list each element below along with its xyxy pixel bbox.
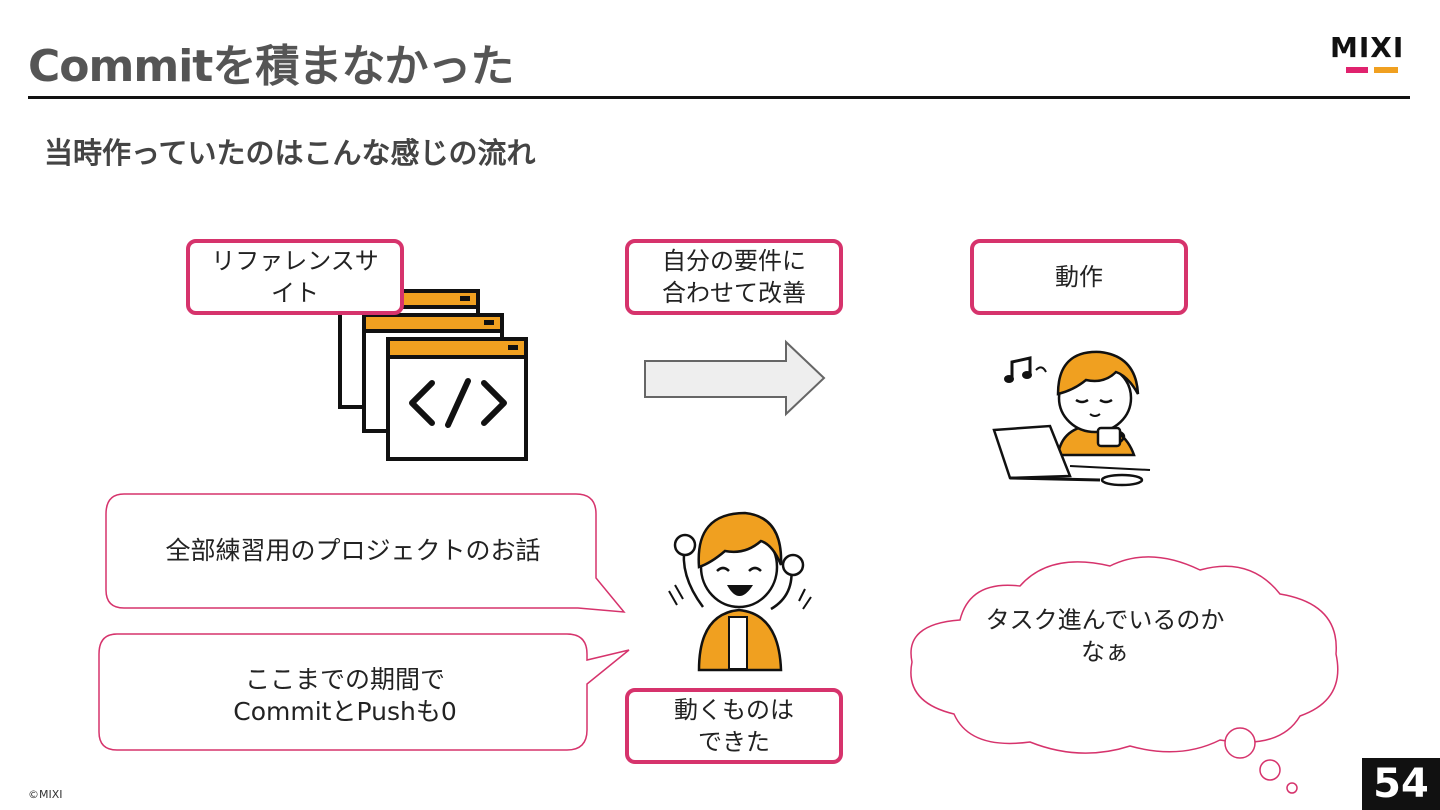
code-window-front [386, 337, 528, 461]
run-label: 動作 [970, 239, 1188, 315]
code-brackets-icon [409, 378, 507, 428]
copyright: ©MIXI [28, 788, 63, 801]
code-window-stack-icon [338, 289, 528, 461]
cheering-person-illustration [668, 511, 812, 672]
thought-cloud [910, 556, 1339, 794]
logo-bar-orange [1374, 67, 1398, 73]
page-number: 54 [1362, 758, 1440, 810]
thought-text: タスク進んでいるのか なぁ [985, 606, 1225, 666]
music-note-icon [1004, 356, 1047, 383]
practice-project-text: 全部練習用のプロジェクトのお話 [165, 536, 541, 565]
speech-bubble-practice [105, 493, 626, 613]
slide-subtitle: 当時作っていたのはこんな感じの流れ [44, 136, 536, 170]
person-with-laptop-illustration [992, 350, 1151, 487]
works-done-label: 動くものは できた [625, 688, 843, 764]
speech-bubble-zero-commits [98, 633, 630, 751]
slide-title: Commitを積まなかった [28, 41, 514, 92]
adapt-requirements-label: 自分の要件に 合わせて改善 [625, 239, 843, 315]
logo-bar-pink [1346, 67, 1368, 73]
right-arrow-icon [644, 339, 826, 417]
mixi-logo: MIXI [1330, 34, 1412, 76]
logo-text: MIXI [1330, 31, 1405, 64]
reference-site-label: リファレンスサ イト [186, 239, 404, 315]
title-divider [28, 96, 1410, 99]
zero-commits-text: ここまでの期間で CommitとPushも0 [233, 665, 457, 726]
